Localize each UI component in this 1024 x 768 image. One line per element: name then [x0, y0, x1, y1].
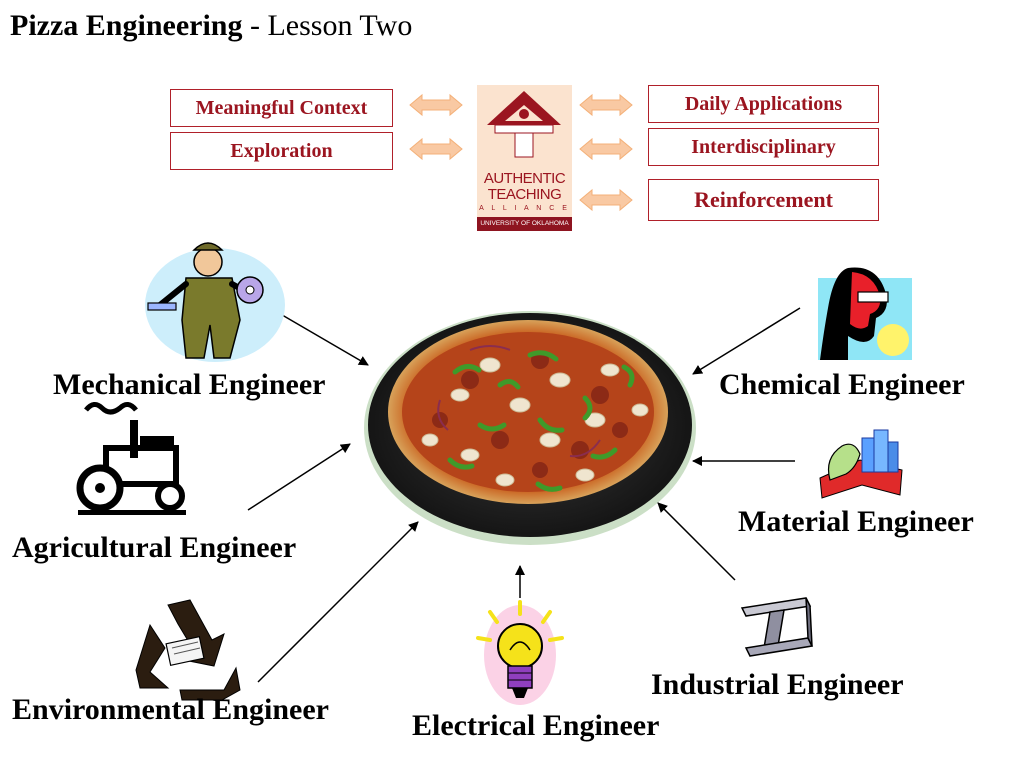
- concept-meaningful-context: Meaningful Context: [170, 89, 393, 127]
- tractor-icon: [76, 402, 186, 515]
- arrow-industrial: [657, 502, 736, 581]
- logo-band: UNIVERSITY OF OKLAHOMA: [477, 217, 572, 231]
- lightbulb-icon: [476, 600, 564, 705]
- logo-line2: TEACHING: [487, 186, 562, 203]
- pizza-icon: [364, 311, 696, 545]
- double-arrow-2: [409, 137, 463, 161]
- label-material-engineer: Material Engineer: [738, 505, 974, 538]
- concept-interdisciplinary: Interdisciplinary: [648, 128, 879, 166]
- label-industrial-engineer: Industrial Engineer: [651, 668, 904, 701]
- logo-line3: A L L I A N C E: [479, 205, 570, 212]
- label-agricultural-engineer: Agricultural Engineer: [12, 531, 297, 564]
- page-title: Pizza Engineering - Lesson Two: [10, 8, 412, 44]
- arrow-environmental: [257, 521, 419, 683]
- double-arrow-5: [579, 188, 633, 212]
- concept-exploration: Exploration: [170, 132, 393, 170]
- label-mechanical-engineer: Mechanical Engineer: [53, 368, 326, 401]
- chemical-engineer-icon: [818, 267, 912, 360]
- double-arrow-1: [409, 93, 463, 117]
- i-beam-icon: [740, 597, 814, 657]
- label-environmental-engineer: Environmental Engineer: [12, 693, 329, 726]
- recycle-icon: [135, 599, 241, 701]
- label-chemical-engineer: Chemical Engineer: [719, 368, 965, 401]
- authentic-teaching-alliance-logo: AUTHENTIC TEACHING A L L I A N C E UNIVE…: [477, 85, 572, 231]
- label-electrical-engineer: Electrical Engineer: [412, 709, 660, 742]
- logo-emblem-icon: [487, 91, 561, 158]
- title-rest: - Lesson Two: [242, 9, 413, 42]
- concept-daily-applications: Daily Applications: [648, 85, 879, 123]
- logo-line1: AUTHENTIC: [483, 170, 566, 187]
- material-engineer-icon: [819, 429, 903, 499]
- concept-reinforcement: Reinforcement: [648, 179, 879, 221]
- title-bold: Pizza Engineering: [10, 9, 243, 42]
- double-arrow-3: [579, 93, 633, 117]
- mechanical-engineer-icon: [145, 242, 285, 362]
- arrow-chemical: [692, 307, 801, 375]
- arrow-agricultural: [247, 443, 351, 511]
- double-arrow-4: [579, 137, 633, 161]
